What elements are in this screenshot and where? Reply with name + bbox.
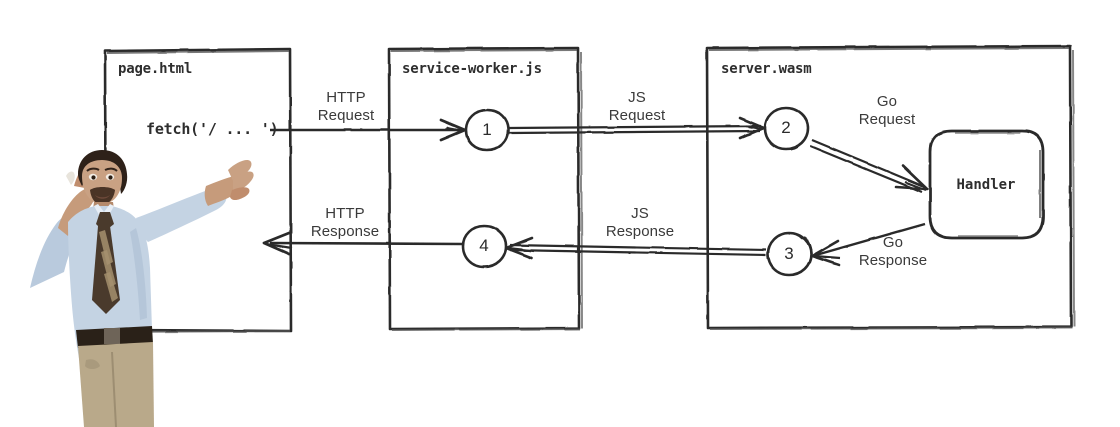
step-number-4: 4 — [479, 236, 489, 255]
edge-label-js-request: JS Request — [608, 89, 666, 124]
step-number-1: 1 — [482, 120, 492, 139]
step-circle-1 — [464, 108, 510, 152]
step-circle-2 — [763, 106, 810, 151]
box-title-page-html: page.html — [118, 61, 193, 77]
presenter-figure — [30, 150, 254, 427]
box-title-service-worker: service-worker.js — [402, 61, 542, 77]
handler-box — [928, 129, 1045, 240]
edge-label-go-request: Go Request — [858, 93, 916, 128]
box-title-server-wasm: server.wasm — [721, 61, 812, 77]
arrow-http-response — [262, 231, 463, 256]
step-number-3: 3 — [784, 244, 794, 263]
fetch-call-code: fetch('/ ... ') — [146, 120, 279, 138]
box-service-worker — [387, 46, 583, 331]
edge-label-go-response: Go Response — [858, 234, 928, 269]
arrow-js-response — [504, 236, 767, 260]
step-circle-4 — [461, 224, 508, 269]
edge-label-http-request: HTTP Request — [317, 89, 375, 124]
edge-label-http-response: HTTP Response — [310, 205, 380, 240]
edge-label-js-response: JS Response — [605, 205, 675, 240]
handler-label: Handler — [956, 177, 1016, 193]
step-circle-3 — [766, 231, 813, 277]
step-number-2: 2 — [781, 118, 791, 137]
arrow-go-request — [809, 138, 929, 194]
